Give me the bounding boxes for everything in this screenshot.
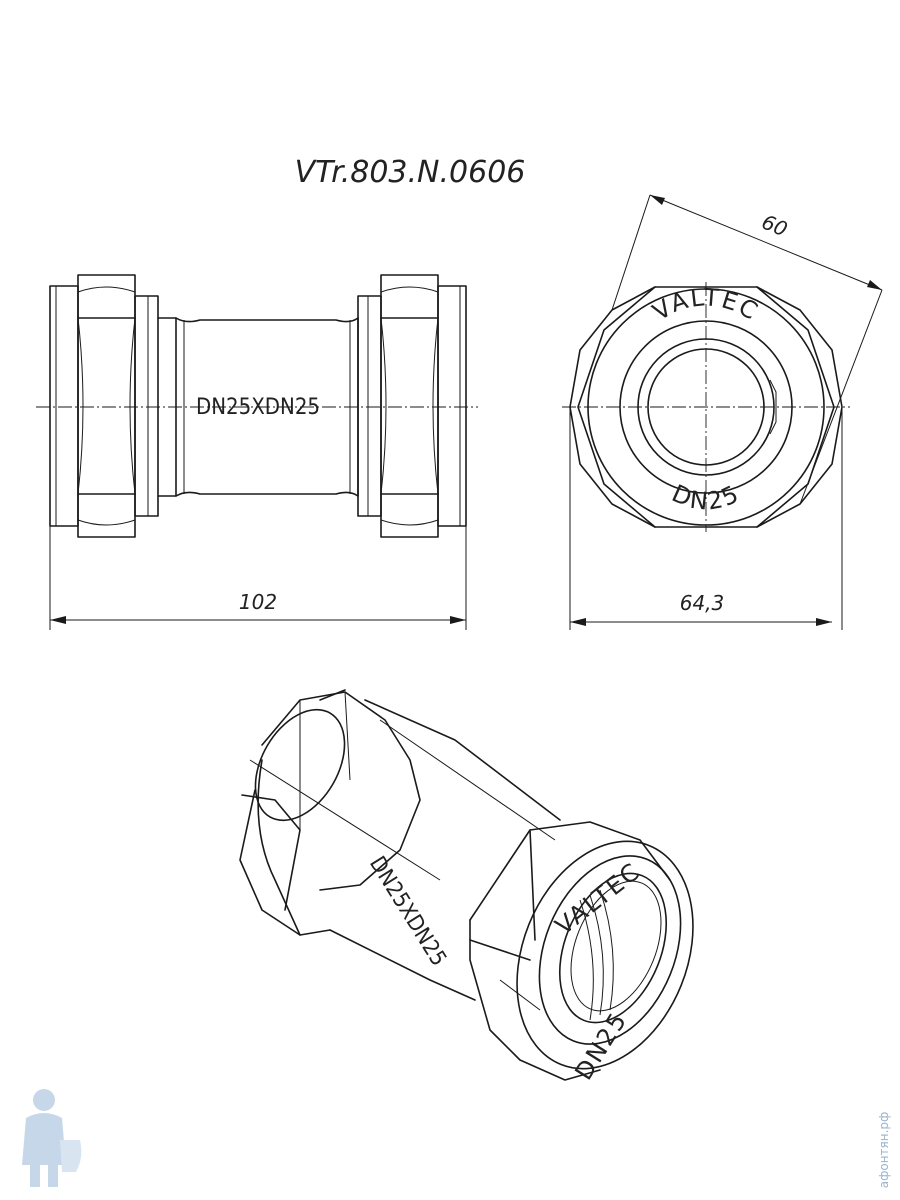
size-marking-side: DN25XDN25	[196, 395, 320, 420]
length-dimension: 102	[239, 590, 277, 614]
plumber-mascot-icon	[22, 1089, 82, 1187]
corners-dimension: 64,3	[680, 591, 725, 615]
side-view: DN25XDN25 102	[36, 274, 478, 630]
isometric-view: DN25XDN25 VALTEC DN25	[239, 689, 694, 1085]
watermark-text: афонтян.рф	[877, 1112, 891, 1189]
end-view: VALTEC DN25 64,3 60	[562, 194, 883, 630]
flats-dimension: 60	[758, 210, 791, 242]
drawing-code: VTr.803.N.0606	[295, 155, 526, 190]
